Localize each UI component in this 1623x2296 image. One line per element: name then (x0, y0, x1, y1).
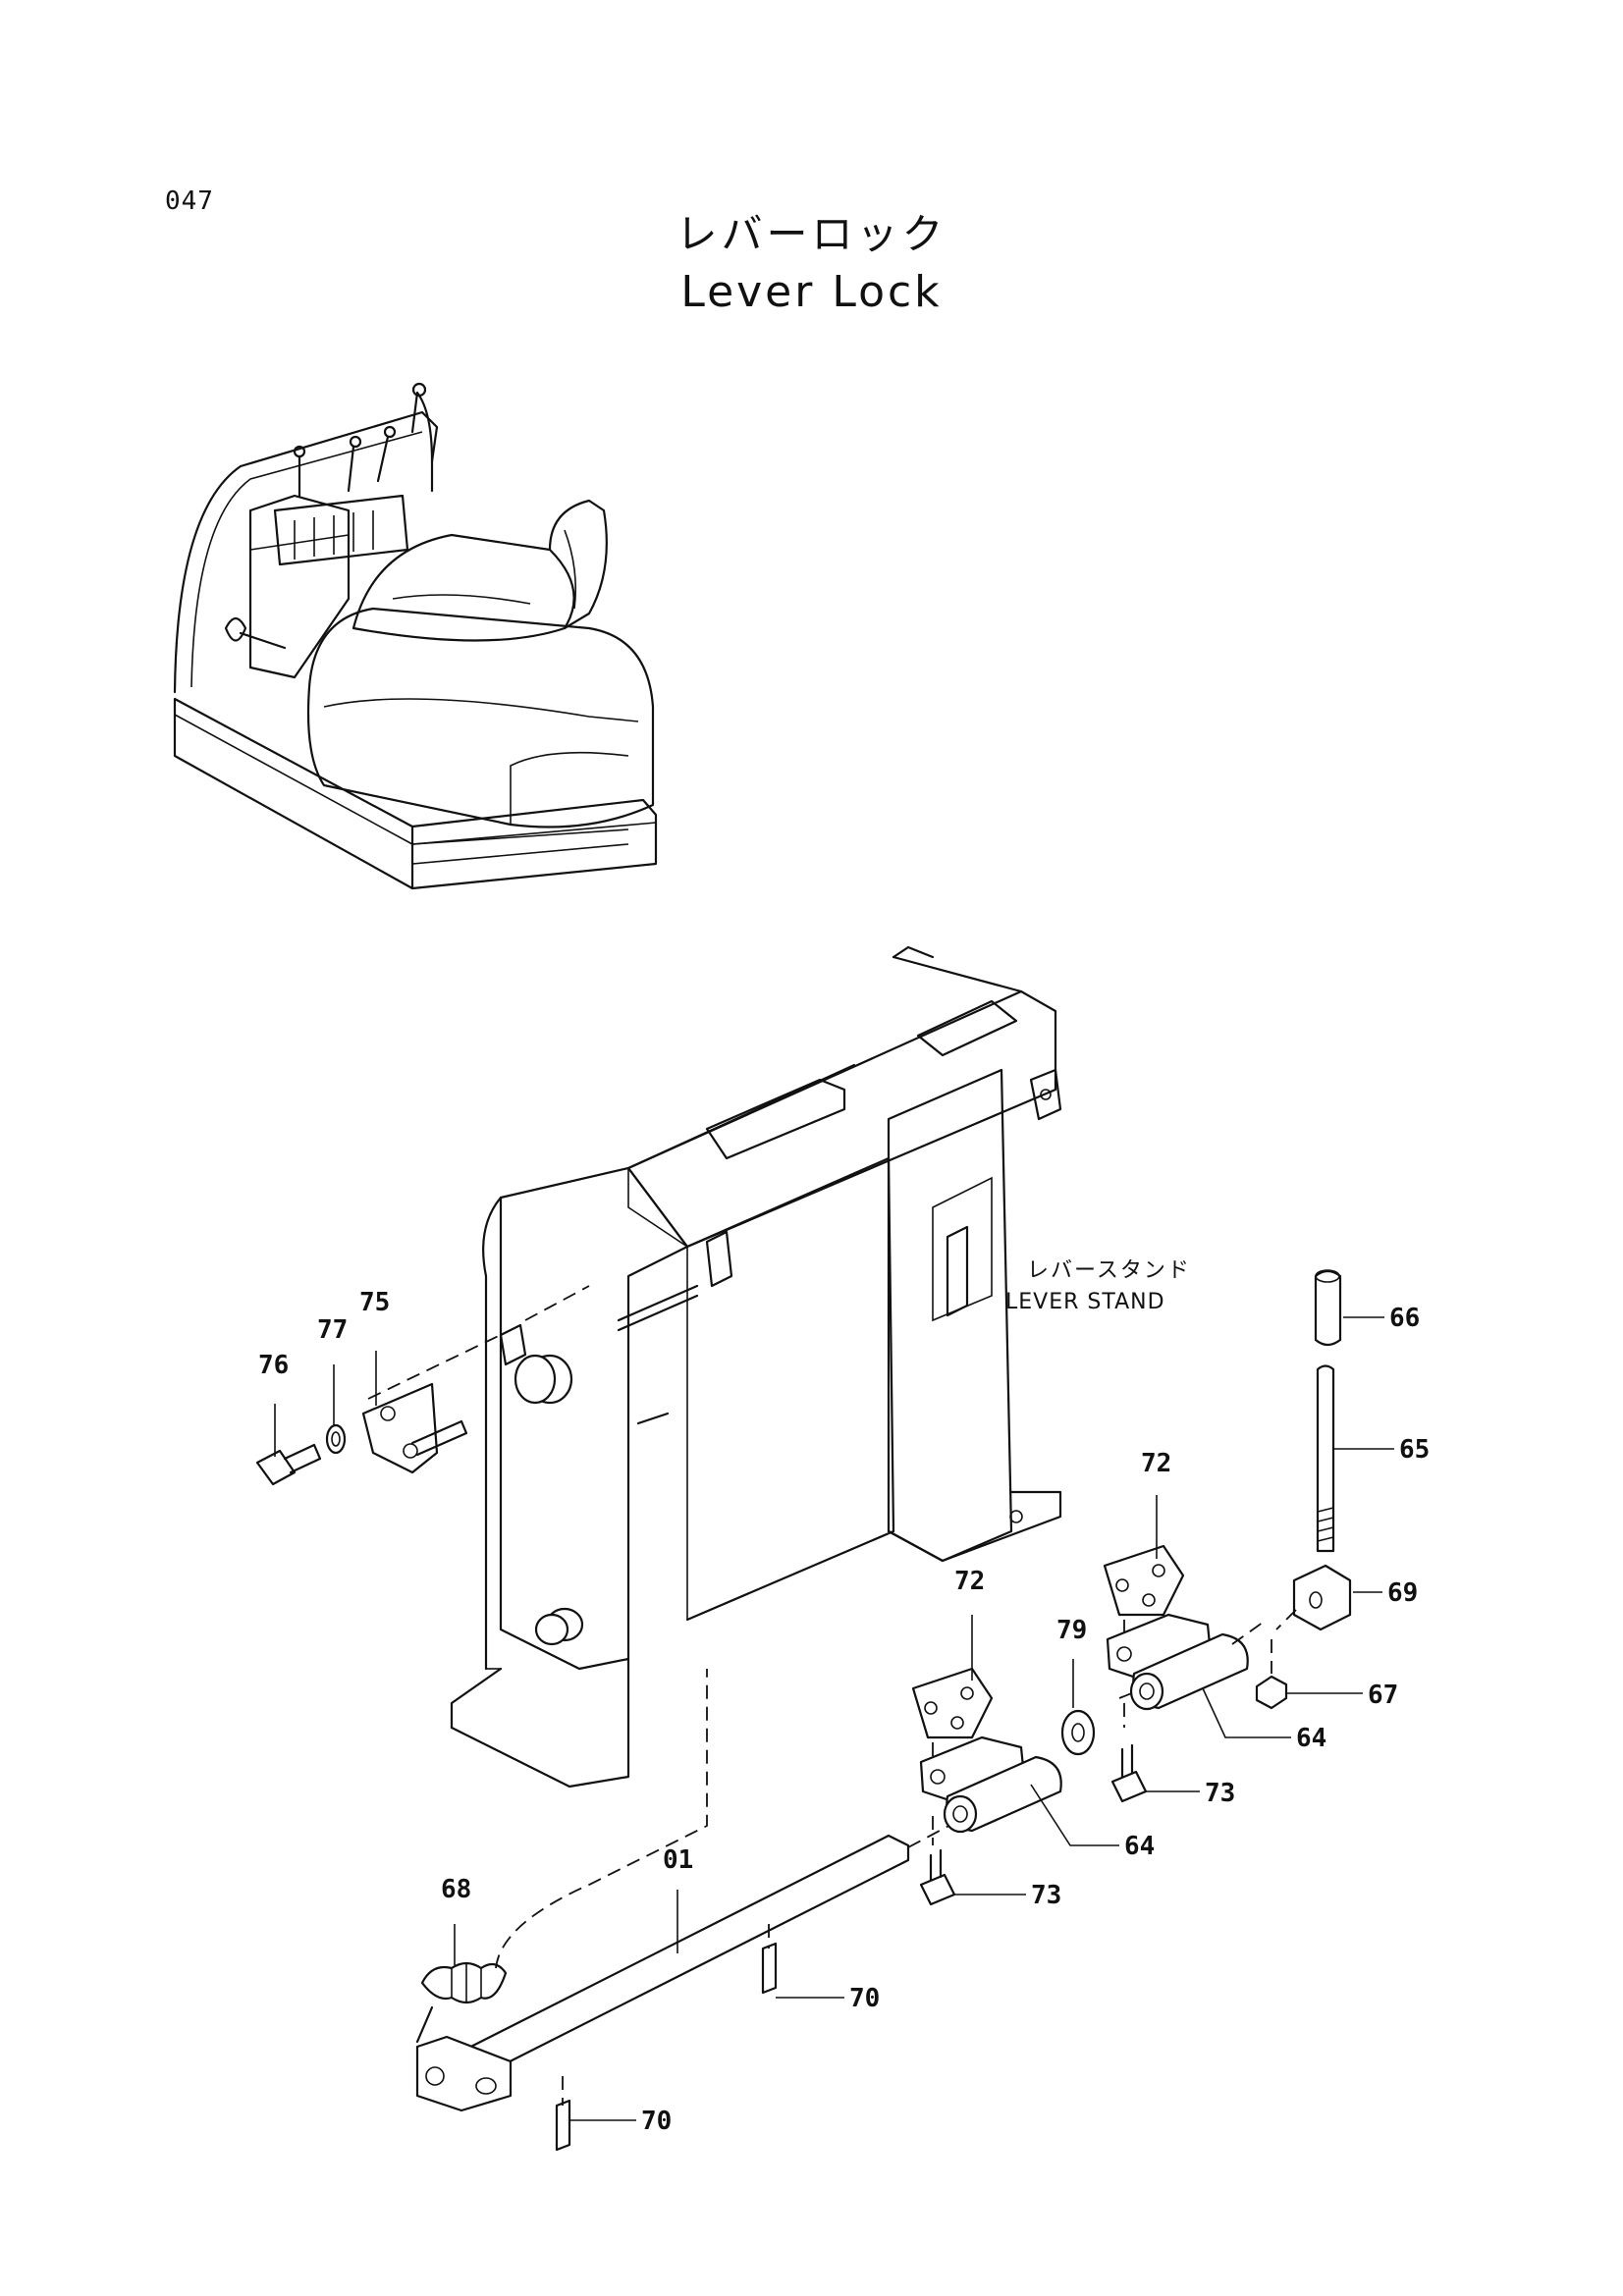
page-number: 047 (165, 187, 214, 216)
stopper-plate-assembly (255, 1285, 590, 1486)
operator-station-overview (173, 382, 658, 890)
part-label-64-rear: 64 (1296, 1724, 1327, 1753)
part-label-01: 01 (663, 1845, 694, 1875)
part-label-79: 79 (1056, 1616, 1088, 1645)
part-label-72-front: 72 (954, 1567, 986, 1596)
part-label-70-lower: 70 (641, 2107, 673, 2136)
lock-shaft-assembly (415, 1669, 968, 2152)
part-label-69: 69 (1387, 1578, 1419, 1608)
lever-stand-frame (450, 945, 1062, 1789)
part-label-64-front: 64 (1124, 1832, 1156, 1861)
lever-stand-label-japanese: レバースタンド (1027, 1258, 1191, 1283)
part-label-73-front: 73 (1031, 1881, 1062, 1910)
rear-bracket-assembly (1060, 1544, 1268, 1803)
page-title-english: Lever Lock (680, 267, 943, 317)
leader-lines (274, 1316, 1394, 2121)
part-label-67: 67 (1368, 1681, 1399, 1710)
front-bracket-assembly (911, 1667, 1062, 1906)
lever-stand-label-english: LEVER STAND (1005, 1290, 1165, 1314)
part-label-73-rear: 73 (1205, 1779, 1236, 1808)
part-label-77: 77 (317, 1315, 349, 1345)
part-label-68: 68 (441, 1875, 472, 1904)
part-label-75: 75 (359, 1288, 391, 1317)
rod-clevis-assembly (1255, 1269, 1352, 1710)
part-label-65: 65 (1399, 1435, 1431, 1465)
part-label-72-rear: 72 (1141, 1449, 1172, 1478)
part-label-76: 76 (258, 1351, 290, 1380)
page-title-japanese: レバーロック (676, 210, 947, 258)
part-label-66: 66 (1389, 1304, 1421, 1333)
part-label-70-middle: 70 (849, 1984, 881, 2013)
